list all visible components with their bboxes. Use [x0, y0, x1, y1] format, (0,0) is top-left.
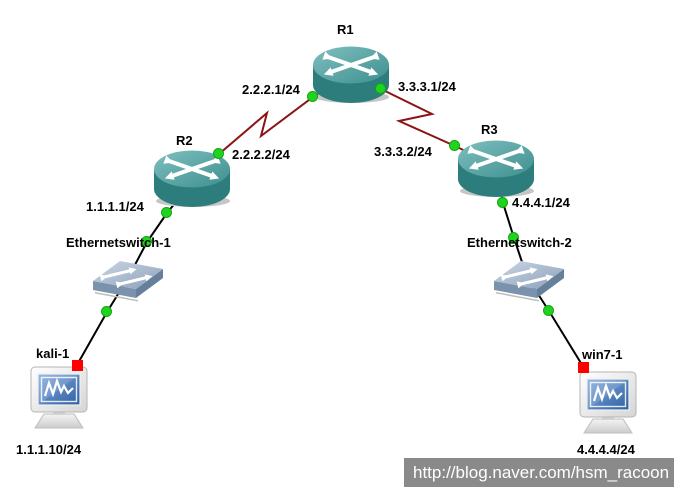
- port-status-dot: [375, 83, 386, 94]
- node-label-r3: R3: [481, 122, 498, 137]
- router-icon: [154, 150, 230, 207]
- node-label-switch2: Ethernetswitch-2: [467, 235, 572, 250]
- node-r2[interactable]: [153, 150, 231, 213]
- node-win7-1[interactable]: [577, 371, 639, 440]
- port-status-dot: [161, 207, 172, 218]
- if-label-r2-to-lan: 1.1.1.1/24: [86, 199, 144, 214]
- node-label-win7: win7-1: [582, 347, 623, 362]
- port-status-dot: [101, 306, 112, 317]
- node-ethernetswitch-2[interactable]: [491, 258, 567, 307]
- node-label-r1: R1: [337, 22, 354, 37]
- computer-icon: [579, 371, 637, 434]
- port-status-dot: [213, 148, 224, 159]
- router-icon: [458, 140, 534, 197]
- watermark-url: http://blog.naver.com/hsm_racoon: [404, 458, 674, 487]
- node-label-kali: kali-1: [36, 346, 70, 361]
- node-label-r2: R2: [176, 133, 193, 148]
- port-status-dot: [449, 140, 460, 151]
- ip-label-win7: 4.4.4.4/24: [577, 442, 635, 457]
- port-status-dot: [543, 305, 554, 316]
- port-status-dot: [307, 91, 318, 102]
- node-ethernetswitch-1[interactable]: [90, 258, 166, 307]
- if-label-r3-to-r1: 3.3.3.2/24: [374, 144, 432, 159]
- port-status-dot: [141, 236, 152, 247]
- if-label-r3-to-lan: 4.4.4.1/24: [512, 195, 570, 210]
- port-stopped-square: [72, 360, 83, 371]
- node-kali-1[interactable]: [28, 366, 90, 435]
- computer-icon: [30, 366, 88, 429]
- if-label-r1-to-r2: 2.2.2.1/24: [242, 82, 300, 97]
- port-stopped-square: [578, 362, 589, 373]
- node-r1[interactable]: [312, 46, 390, 109]
- router-icon: [313, 46, 389, 103]
- port-status-dot: [508, 232, 519, 243]
- if-label-r1-to-r3: 3.3.3.1/24: [398, 79, 456, 94]
- if-label-r2-to-r1: 2.2.2.2/24: [232, 147, 290, 162]
- node-r3[interactable]: [457, 140, 535, 203]
- ethernet-switch-icon: [494, 261, 564, 302]
- node-label-switch1: Ethernetswitch-1: [66, 235, 171, 250]
- ethernet-switch-icon: [93, 261, 163, 302]
- ip-label-kali: 1.1.1.10/24: [16, 442, 82, 457]
- port-status-dot: [497, 197, 508, 208]
